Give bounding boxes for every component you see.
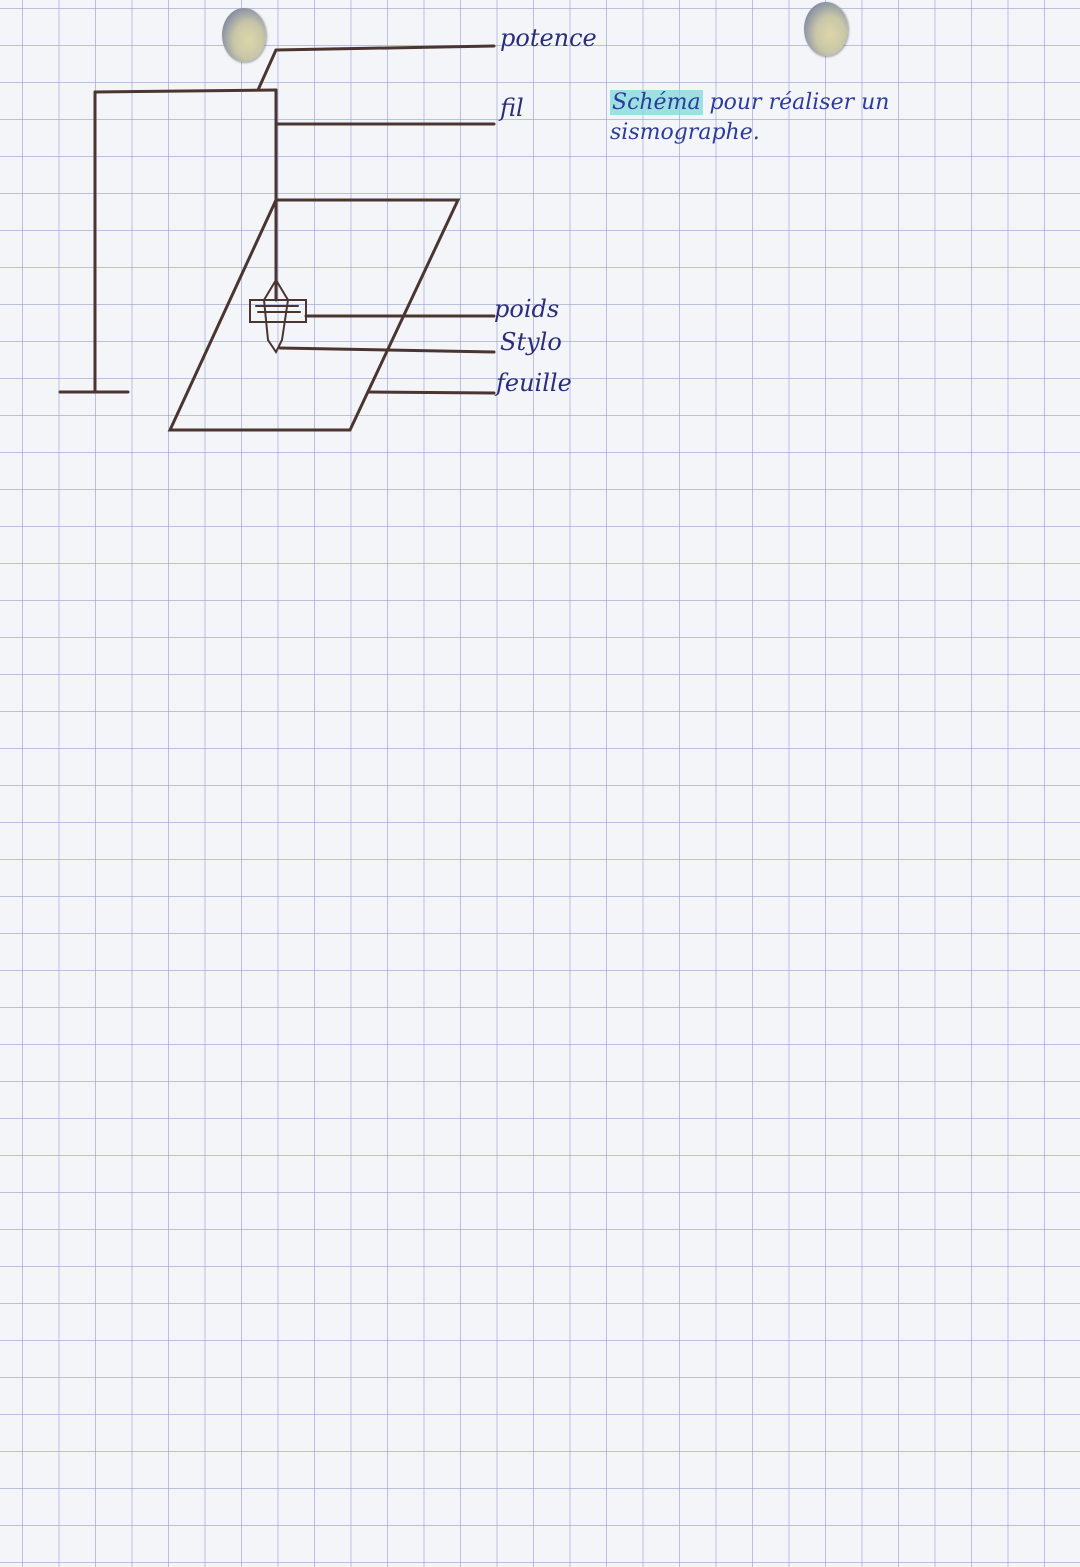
- binder-hole-left: [222, 8, 266, 62]
- leader-potence-slant: [256, 48, 278, 92]
- weight-box: [249, 299, 307, 323]
- leader-stylo: [278, 346, 496, 354]
- label-poids: poids: [494, 295, 560, 323]
- binder-hole-right: [804, 2, 848, 56]
- paper-sheet: [167, 198, 461, 432]
- label-stylo: Stylo: [500, 328, 562, 356]
- stand-arm: [93, 88, 278, 94]
- note-highlighted-word: Schéma: [610, 90, 703, 115]
- leader-feuille: [366, 390, 496, 395]
- pen-body: [262, 278, 290, 354]
- label-potence: potence: [500, 24, 597, 52]
- label-fil: fil: [500, 94, 524, 122]
- note-text: pour réaliser un sismographe.: [610, 90, 890, 145]
- leader-potence: [274, 44, 496, 52]
- diagram-caption-note: Schéma pour réaliser un sismographe.: [610, 88, 970, 148]
- label-feuille: feuille: [496, 369, 572, 397]
